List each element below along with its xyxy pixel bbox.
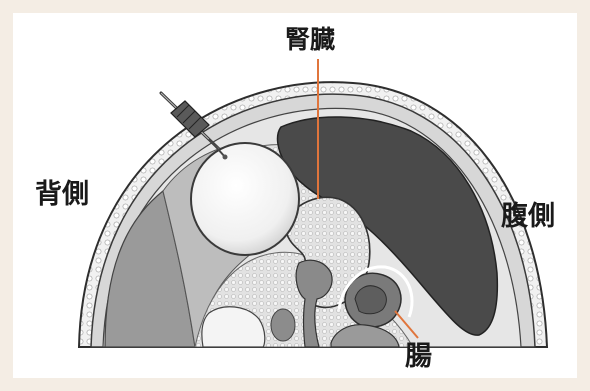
intestine-label: 腸 bbox=[405, 343, 432, 370]
ventral-label: 腹側 bbox=[501, 203, 555, 230]
abdomen-cross-section-diagram bbox=[13, 13, 577, 378]
psoas-muscle bbox=[271, 309, 295, 341]
diagram-stage: 背側 腹側 腎臓 腸 bbox=[13, 13, 577, 378]
intestine-inner bbox=[355, 286, 386, 314]
kidney-label: 腎臓 bbox=[285, 27, 335, 52]
dorsal-label: 背側 bbox=[35, 181, 89, 208]
renal-cyst bbox=[191, 143, 299, 255]
